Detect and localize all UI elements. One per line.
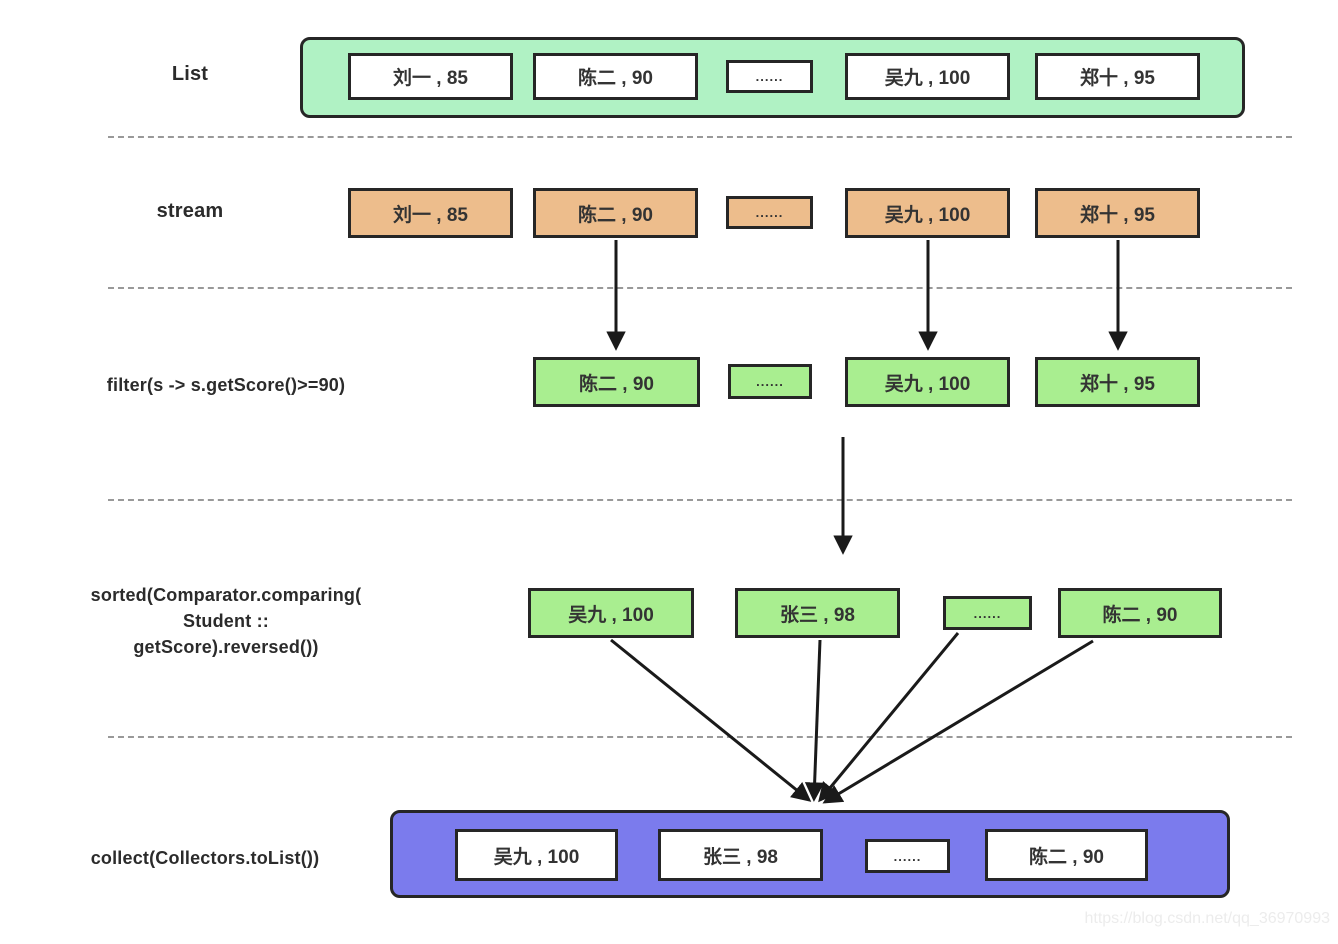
list-item-box: 吴九 , 100 xyxy=(845,53,1010,100)
sorted-item-box: 张三 , 98 xyxy=(735,588,900,638)
collect-item-box: 张三 , 98 xyxy=(658,829,823,881)
list-item-box: 陈二 , 90 xyxy=(533,53,698,100)
dashed-separator xyxy=(108,287,1292,289)
stream-item-box: 陈二 , 90 xyxy=(533,188,698,238)
sorted-ellipsis-box: ...... xyxy=(943,596,1032,630)
row-label-stream: stream xyxy=(156,200,224,222)
dashed-separator xyxy=(108,736,1292,738)
filter-item-box: 陈二 , 90 xyxy=(533,357,700,407)
collect-ellipsis-box: ...... xyxy=(865,839,950,873)
list-item-box: 郑十 , 95 xyxy=(1035,53,1200,100)
stream-to-filter-arrows xyxy=(606,240,1128,351)
list-item-box: 刘一 , 85 xyxy=(348,53,513,100)
sorted-label-line: sorted(Comparator.comparing( xyxy=(90,585,362,605)
csdn-watermark: https://blog.csdn.net/qq_36970993 xyxy=(1084,910,1330,927)
filter-item-box: 吴九 , 100 xyxy=(845,357,1010,407)
dashed-separator xyxy=(108,499,1292,501)
stream-item-box: 吴九 , 100 xyxy=(845,188,1010,238)
collect-item-box: 陈二 , 90 xyxy=(985,829,1148,881)
stream-item-box: 刘一 , 85 xyxy=(348,188,513,238)
row-label-filter: filter(s -> s.getScore()>=90) xyxy=(106,375,346,395)
filter-ellipsis-box: ...... xyxy=(728,364,812,399)
filter-item-box: 郑十 , 95 xyxy=(1035,357,1200,407)
row-label-collect: collect(Collectors.toList()) xyxy=(90,848,320,868)
sorted-item-box: 吴九 , 100 xyxy=(528,588,694,638)
stream-ellipsis-box: ...... xyxy=(726,196,813,229)
stream-item-box: 郑十 , 95 xyxy=(1035,188,1200,238)
collect-item-box: 吴九 , 100 xyxy=(455,829,618,881)
sorted-label-line: getScore).reversed()) xyxy=(133,637,319,657)
sorted-label-line: Student :: xyxy=(183,611,269,631)
list-ellipsis-box: ...... xyxy=(726,60,813,93)
dashed-separator xyxy=(108,136,1292,138)
sorted-item-box: 陈二 , 90 xyxy=(1058,588,1222,638)
row-label-sorted: sorted(Comparator.comparing( Student :: … xyxy=(40,582,412,660)
row-label-list: List xyxy=(171,63,209,85)
sorted-to-collect-arrows xyxy=(610,632,1094,804)
